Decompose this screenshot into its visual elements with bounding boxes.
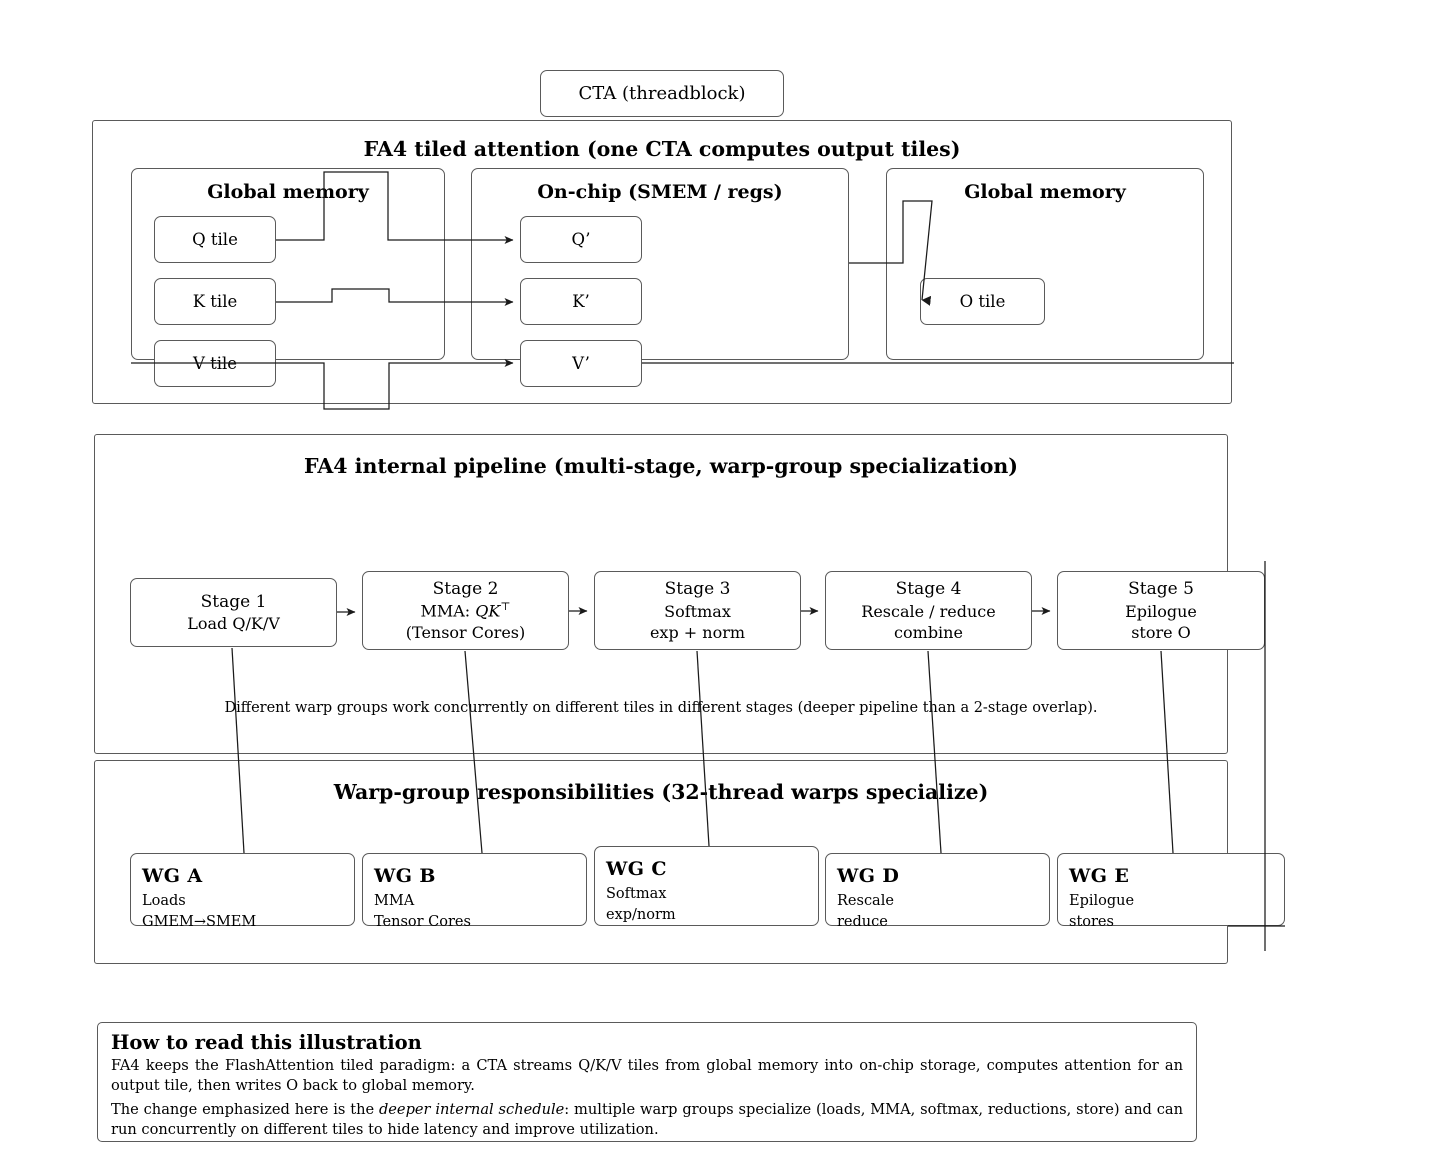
stage-3-name: Stage 3 [664, 579, 731, 600]
tile-o-label: O tile [959, 291, 1006, 311]
stage-5-box: Stage 5 Epilogue store O [1057, 571, 1265, 650]
legend-paragraph-2: The change emphasized here is the deeper… [111, 1100, 1183, 1139]
stage-1-box: Stage 1 Load Q/K/V [130, 578, 337, 647]
legend-p2-b: : multiple warp groups specialize (loads… [111, 1101, 1183, 1138]
stage-5-line3: store O [1131, 622, 1191, 642]
stage-4-line2: Rescale / reduce [861, 601, 996, 621]
subpanel-global-memory-left-title: Global memory [207, 181, 369, 203]
wg-c-line2: Softmax [606, 885, 667, 902]
wg-e-line3: stores [1069, 913, 1114, 930]
stage-1-line2: Load Q/K/V [187, 614, 280, 634]
tile-q: Q tile [154, 216, 276, 263]
legend-p2-emphasis: deeper internal schedule [378, 1101, 565, 1119]
tile-v-prime: V’ [520, 340, 642, 387]
stage-4-line3: combine [894, 622, 963, 642]
wg-e-name: WG E [1069, 865, 1130, 887]
tile-o: O tile [920, 278, 1045, 325]
wg-a-name: WG A [142, 865, 203, 887]
panel-tiled-attention-title: FA4 tiled attention (one CTA computes ou… [363, 137, 961, 161]
stage-2-name: Stage 2 [432, 579, 499, 599]
wg-c-name: WG C [606, 858, 667, 880]
pipeline-note: Different warp groups work concurrently … [224, 700, 1098, 716]
wg-a-box: WG A Loads GMEM→SMEM [130, 853, 355, 930]
subpanel-on-chip: On-chip (SMEM / regs) [471, 168, 849, 360]
tile-q-label: Q tile [192, 229, 238, 249]
wg-b-name: WG B [374, 865, 436, 887]
wg-d-line2: Rescale [837, 892, 894, 909]
subpanel-global-memory-right-title: Global memory [964, 181, 1126, 203]
legend-p2-a: The change emphasized here is the [111, 1101, 379, 1119]
wg-d-name: WG D [837, 865, 900, 887]
stage-3-box: Stage 3 Softmax exp + norm [594, 571, 801, 650]
tile-q-prime: Q’ [520, 216, 642, 263]
subpanel-global-memory-right: Global memory [886, 168, 1204, 360]
stage-5-line2: Epilogue [1125, 601, 1197, 621]
wg-a-line2: Loads [142, 892, 186, 909]
tile-k-prime: K’ [520, 278, 642, 325]
stage-4-name: Stage 4 [895, 579, 962, 600]
stage-3-line2: Softmax [664, 601, 731, 621]
stage-3-line3: exp + norm [649, 622, 746, 642]
wg-c-line3: exp/norm [606, 906, 676, 923]
wg-a-line3: GMEM→SMEM [142, 913, 257, 930]
stage-4-box: Stage 4 Rescale / reduce combine [825, 571, 1032, 650]
wg-b-line2: MMA [374, 892, 415, 909]
tile-k: K tile [154, 278, 276, 325]
cta-label: CTA (threadblock) [578, 82, 746, 104]
stage-2-line3: (Tensor Cores) [405, 622, 526, 642]
legend-title: How to read this illustration [111, 1031, 422, 1054]
stage-2-box: Stage 2 MMA: QK⊤ (Tensor Cores) [362, 571, 569, 650]
stage-1-name: Stage 1 [200, 591, 267, 612]
subpanel-on-chip-title: On-chip (SMEM / regs) [537, 181, 783, 203]
wg-b-line3: Tensor Cores [374, 913, 471, 930]
stage-2-line2: MMA: QK⊤ [420, 600, 511, 621]
cta-box: CTA (threadblock) [540, 70, 784, 117]
tile-v-label: V tile [192, 353, 238, 373]
panel-internal-pipeline-title: FA4 internal pipeline (multi-stage, warp… [304, 454, 1018, 478]
stage-5-name: Stage 5 [1128, 579, 1194, 600]
legend-paragraph-1: FA4 keeps the FlashAttention tiled parad… [111, 1057, 1183, 1094]
tile-q-prime-label: Q’ [571, 229, 591, 249]
wg-e-line2: Epilogue [1069, 892, 1135, 909]
tile-k-label: K tile [192, 291, 238, 311]
subpanel-global-memory-left: Global memory [131, 168, 445, 360]
wg-d-line3: reduce [837, 913, 888, 930]
tile-k-prime-label: K’ [572, 291, 590, 311]
tile-v: V tile [154, 340, 276, 387]
wg-b-box: WG B MMA Tensor Cores [362, 853, 587, 930]
wg-d-box: WG D Rescale reduce [825, 853, 1050, 930]
wg-e-box: WG E Epilogue stores [1057, 853, 1285, 930]
legend-panel: How to read this illustration FA4 keeps … [97, 1022, 1197, 1142]
panel-warp-group-title: Warp-group responsibilities (32-thread w… [333, 780, 989, 804]
wg-c-box: WG C Softmax exp/norm [594, 846, 819, 926]
tile-v-prime-label: V’ [572, 353, 590, 373]
